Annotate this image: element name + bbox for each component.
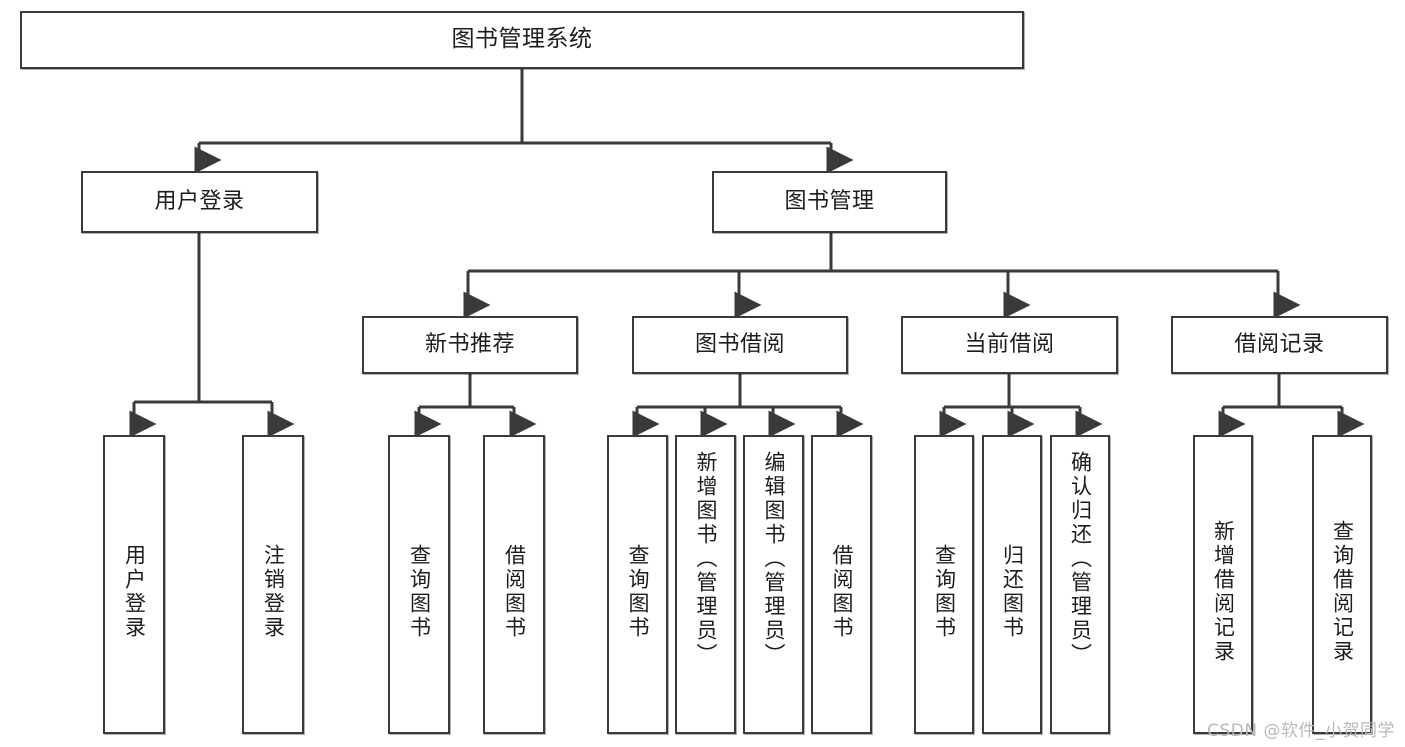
node-label: 用户登录 (154, 188, 245, 214)
leaf-borrow-book[interactable]: 借阅图书 (811, 435, 872, 734)
node-label: 查询图书 (932, 543, 957, 640)
node-label: 借阅记录 (1234, 331, 1325, 357)
node-label: 归还图书 (1000, 543, 1025, 640)
node-book-borrow[interactable]: 图书借阅 (632, 316, 848, 374)
leaf-return-book[interactable]: 归还图书 (982, 435, 1042, 734)
leaf-user-login[interactable]: 用户登录 (103, 435, 165, 734)
node-new-book-recommend[interactable]: 新书推荐 (362, 316, 578, 374)
node-label: 注销登录 (261, 543, 286, 640)
node-label: 查询图书 (407, 543, 432, 640)
node-label: 图书借阅 (694, 331, 785, 357)
node-label: 查询图书 (626, 543, 650, 640)
leaf-user-logout[interactable]: 注销登录 (242, 435, 304, 734)
node-label: 借阅图书 (502, 543, 527, 640)
node-label: 图书管理系统 (451, 26, 593, 53)
node-current-borrow[interactable]: 当前借阅 (901, 316, 1118, 374)
node-label: 用户登录 (122, 543, 147, 640)
leaf-borrow-book-recommend[interactable]: 借阅图书 (483, 435, 545, 734)
node-label: 图书管理 (784, 188, 875, 214)
node-book-manage[interactable]: 图书管理 (712, 171, 947, 233)
leaf-query-book-recommend[interactable]: 查询图书 (388, 435, 450, 734)
watermark-label: CSDN @软件_小贺同学 (1207, 721, 1395, 741)
node-label: 编辑图书（管理员） (762, 451, 786, 667)
node-label: 新书推荐 (424, 331, 515, 357)
leaf-add-book-admin[interactable]: 新增图书（管理员） (675, 435, 736, 734)
node-user-login[interactable]: 用户登录 (81, 171, 318, 233)
node-label: 查询借阅记录 (1330, 519, 1355, 664)
node-root-system[interactable]: 图书管理系统 (20, 11, 1024, 69)
node-label: 当前借阅 (964, 331, 1055, 357)
node-borrow-record[interactable]: 借阅记录 (1171, 316, 1388, 374)
leaf-query-borrow-record[interactable]: 查询借阅记录 (1312, 435, 1372, 734)
node-label: 新增借阅记录 (1211, 519, 1236, 664)
leaf-query-book-current[interactable]: 查询图书 (914, 435, 974, 734)
node-label: 新增图书（管理员） (694, 451, 718, 667)
leaf-confirm-return-admin[interactable]: 确认归还（管理员） (1050, 435, 1110, 734)
leaf-edit-book-admin[interactable]: 编辑图书（管理员） (743, 435, 804, 734)
leaf-query-book-borrow[interactable]: 查询图书 (607, 435, 668, 734)
node-label: 确认归还（管理员） (1068, 451, 1093, 667)
node-label: 借阅图书 (830, 543, 854, 640)
leaf-add-borrow-record[interactable]: 新增借阅记录 (1193, 435, 1253, 734)
